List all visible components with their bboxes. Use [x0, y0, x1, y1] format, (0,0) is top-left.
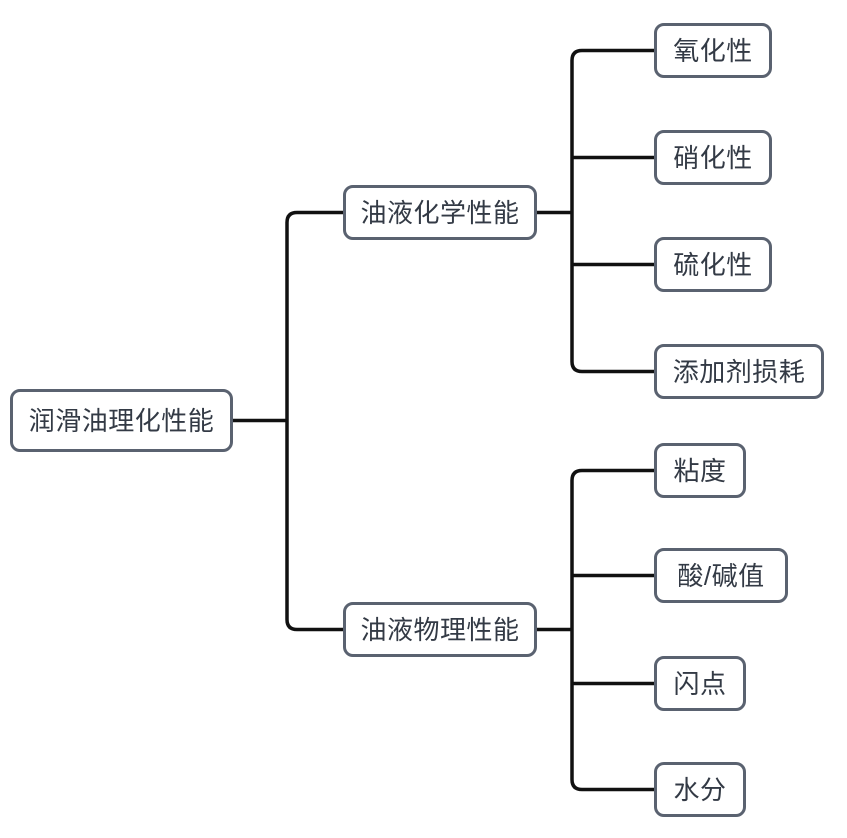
connector-physical-to-leaves [537, 468, 654, 792]
node-root-lubricant-properties[interactable]: 润滑油理化性能 [10, 389, 233, 452]
node-branch-chemical-properties[interactable]: 油液化学性能 [343, 185, 537, 240]
node-label: 粘度 [673, 455, 727, 486]
node-label: 氧化性 [673, 35, 753, 66]
node-label: 闪点 [673, 668, 727, 699]
node-branch-physical-properties[interactable]: 油液物理性能 [343, 602, 537, 657]
node-leaf-additive-depletion[interactable]: 添加剂损耗 [654, 344, 824, 399]
node-label: 油液物理性能 [360, 614, 520, 645]
connector-chemical-to-leaves [537, 48, 654, 374]
node-label: 添加剂损耗 [672, 356, 806, 387]
node-label: 酸/碱值 [677, 560, 765, 591]
node-leaf-oxidation[interactable]: 氧化性 [654, 23, 772, 78]
node-label: 润滑油理化性能 [28, 405, 215, 436]
node-label: 油液化学性能 [360, 197, 520, 228]
node-leaf-moisture[interactable]: 水分 [654, 762, 746, 817]
node-label: 水分 [673, 774, 727, 805]
node-leaf-nitration[interactable]: 硝化性 [654, 130, 772, 185]
node-leaf-sulfidation[interactable]: 硫化性 [654, 237, 772, 292]
node-label: 硫化性 [673, 249, 753, 280]
node-label: 硝化性 [673, 142, 753, 173]
node-leaf-acid-base-number[interactable]: 酸/碱值 [654, 548, 788, 603]
node-leaf-flash-point[interactable]: 闪点 [654, 656, 746, 711]
connector-root-to-branches [233, 210, 343, 632]
node-leaf-viscosity[interactable]: 粘度 [654, 443, 746, 498]
